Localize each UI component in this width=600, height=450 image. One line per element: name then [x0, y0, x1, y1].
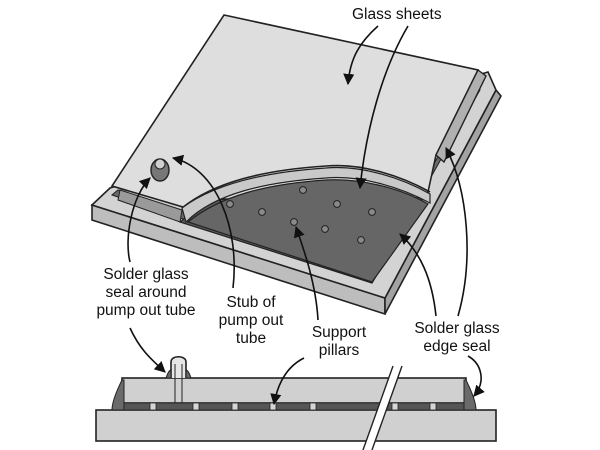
arrow-stub: [171, 154, 235, 289]
label-support-pillars: Support pillars: [302, 324, 376, 360]
arrow-glass-bottom: [355, 25, 409, 190]
label-line: Glass sheets: [352, 6, 442, 23]
pillar: [290, 218, 298, 226]
cut-strip: [117, 189, 183, 223]
break-line: [362, 365, 394, 450]
label-line: Support: [311, 324, 367, 341]
cross-section: [95, 355, 497, 450]
pillar: [321, 225, 329, 233]
arrow-section-pillars: [270, 357, 305, 406]
section-bottom-sheet: [95, 409, 497, 442]
label-line: pump out: [218, 312, 284, 329]
pillar: [192, 402, 200, 411]
arrow-edge-bottom: [399, 233, 437, 317]
section-right-edge-seal: [463, 379, 477, 411]
pillar: [357, 236, 365, 244]
arrow-pump-seal: [127, 177, 151, 263]
pillar: [299, 186, 307, 194]
leader-arrows: [127, 25, 485, 406]
section-gap: [121, 402, 467, 411]
pillar: [226, 200, 234, 208]
isometric-assembly: [90, 14, 502, 316]
arrow-section-pump: [129, 327, 166, 373]
pillar: [309, 402, 317, 411]
label-line: tube: [235, 330, 267, 347]
arrow-pillars: [294, 225, 319, 321]
section-pump-tube-inner: [174, 364, 183, 403]
label-line: edge seal: [423, 338, 491, 355]
support-pillars-3d: [226, 186, 376, 244]
section-pump-seal: [165, 369, 192, 379]
label-line: pillars: [318, 342, 360, 359]
section-pillars: [149, 402, 437, 411]
top-sheet-edge: [435, 68, 487, 164]
arrow-section-edge: [467, 355, 485, 397]
label-stub: Stub of pump out tube: [206, 294, 296, 348]
pillar: [333, 200, 341, 208]
pillar: [368, 208, 376, 216]
break-gap: [363, 366, 402, 450]
break-line: [371, 365, 403, 450]
label-line: seal around: [105, 284, 187, 301]
cut-edge-thickness: [181, 166, 431, 224]
label-line: Solder glass: [414, 320, 500, 337]
label-line: pump out tube: [96, 302, 196, 319]
pillar: [269, 402, 277, 411]
pillar: [149, 402, 157, 411]
section-top-sheet: [121, 377, 467, 404]
arrow-edge-top: [445, 147, 468, 317]
label-pump-seal: Solder glass seal around pump out tube: [80, 266, 212, 320]
pump-out-stub-top: [154, 158, 166, 170]
pillar: [429, 402, 437, 411]
section-break: [362, 365, 403, 450]
label-edge-seal: Solder glass edge seal: [402, 320, 512, 356]
label-line: Stub of: [226, 294, 276, 311]
arrow-glass-top: [343, 25, 379, 86]
pillar: [258, 208, 266, 216]
label-glass-sheets: Glass sheets: [352, 6, 442, 24]
label-line: Solder glass: [103, 266, 189, 283]
pillar: [231, 402, 239, 411]
section-left-edge-seal: [111, 379, 125, 411]
section-pump-tube: [170, 355, 187, 378]
pillar: [391, 402, 399, 411]
